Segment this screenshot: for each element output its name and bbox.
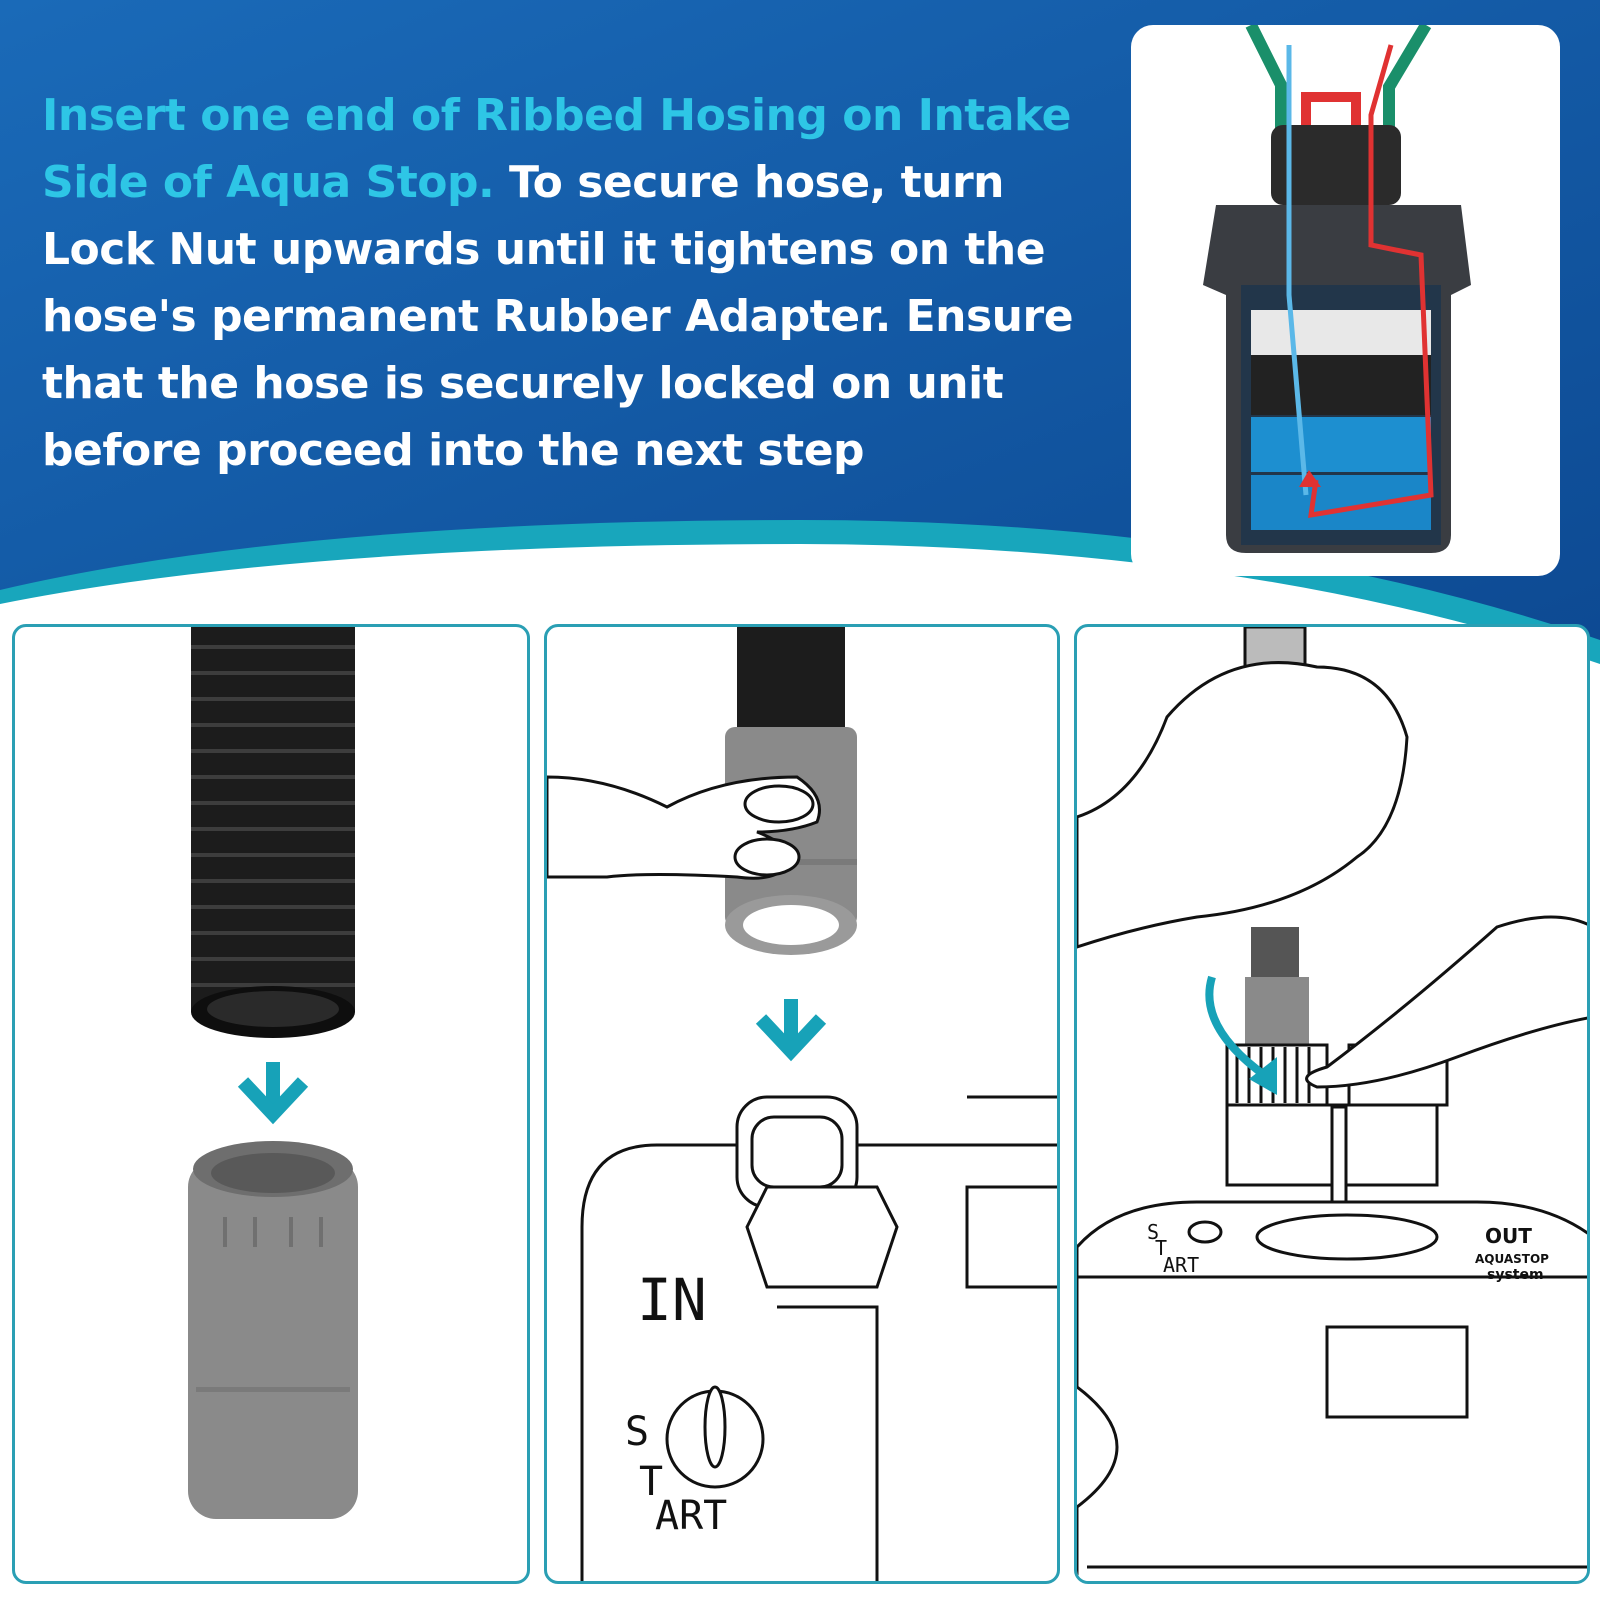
start-label-art: ART [1163, 1253, 1199, 1277]
filter-cutaway-image [1131, 25, 1560, 576]
aquastop-label: AQUASTOP [1475, 1252, 1549, 1266]
out-label: OUT [1485, 1224, 1532, 1248]
instruction-highlight: Insert one end of Ribbed Hosing on Intak… [42, 90, 1071, 208]
down-arrow-icon [755, 999, 827, 1062]
start-label-s: S [1147, 1220, 1159, 1244]
down-arrow-icon [237, 1062, 309, 1125]
step-panel-lock: S T ART OUT AQUASTOP system [1074, 624, 1590, 1584]
start-label-art: ART [655, 1493, 727, 1539]
hand-outline [547, 775, 821, 880]
start-label-t: T [1155, 1236, 1167, 1260]
curved-arrow-icon [1205, 975, 1277, 1095]
step-panel-hose [12, 624, 530, 1584]
system-label: system [1487, 1267, 1544, 1283]
step-panel-insert: IN S T ART [544, 624, 1060, 1584]
rubber-adapter [188, 1141, 358, 1519]
aquastop-valve-drawing [580, 1095, 1057, 1581]
filter-head-drawing [1077, 1200, 1587, 1581]
hand-outline [1077, 661, 1587, 1089]
instruction-body: To secure hose, turn Lock Nut upwards un… [42, 157, 1074, 476]
instruction-text: Insert one end of Ribbed Hosing on Intak… [42, 82, 1102, 484]
start-label-t: T [639, 1459, 663, 1505]
in-label: IN [637, 1266, 707, 1334]
start-label-s: S [625, 1409, 649, 1455]
ribbed-hose [191, 627, 355, 1038]
